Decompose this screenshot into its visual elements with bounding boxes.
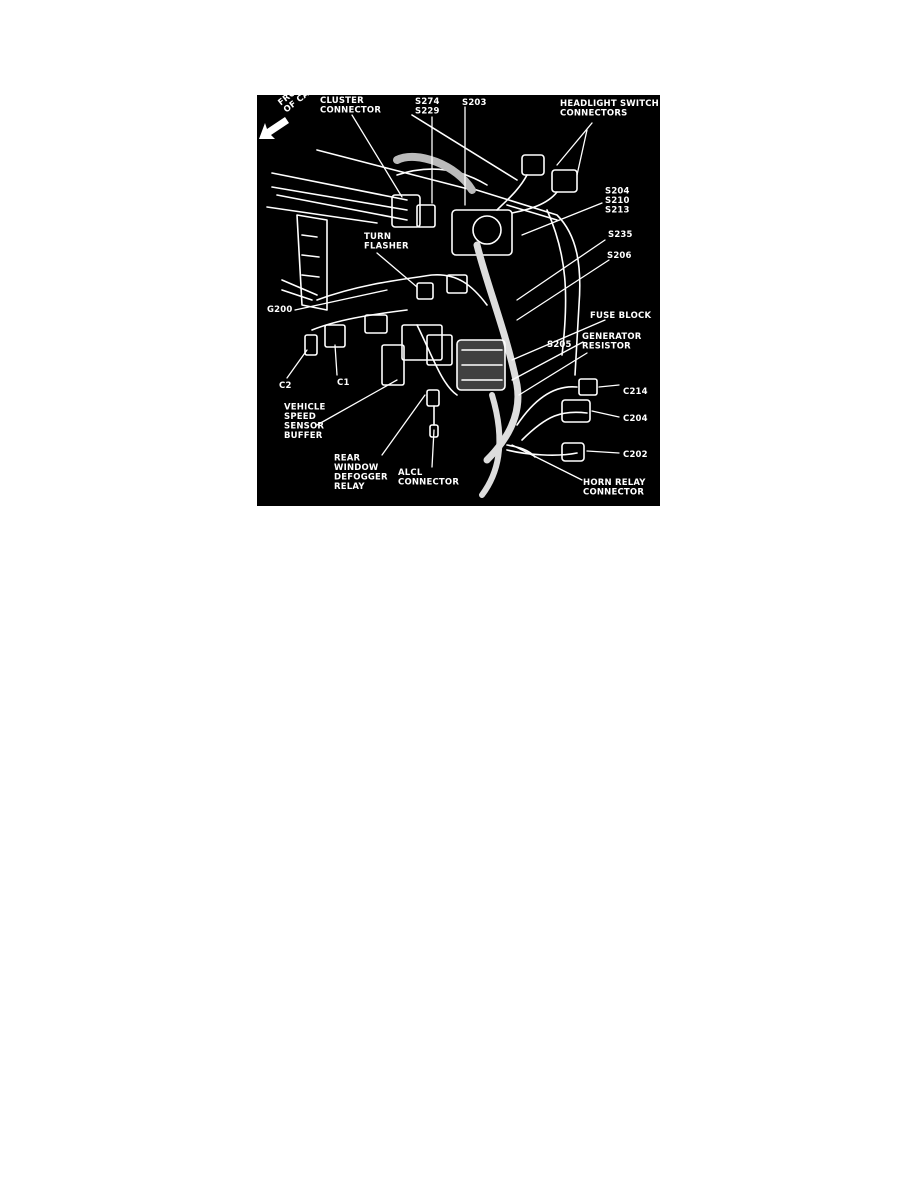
vehicle-speed-sensor-buffer-label: VEHICLE SPEED SENSOR BUFFER: [284, 402, 326, 441]
right-connectors: [506, 378, 598, 462]
alcl-connector-label: ALCL CONNECTOR: [398, 467, 460, 488]
fuse-block-label: FUSE BLOCK: [590, 310, 652, 322]
mount-bracket: [281, 214, 328, 311]
cluster-connector-label: CLUSTER CONNECTOR: [320, 95, 382, 116]
c204-label: C204: [623, 413, 648, 425]
leader-lines: [286, 106, 620, 481]
c1-label: C1: [337, 377, 350, 389]
c202-label: C202: [623, 449, 648, 461]
c214-label: C214: [623, 386, 648, 398]
s203-label: S203: [462, 97, 487, 109]
s274-s229-label: S274 S229: [415, 96, 440, 117]
c2-label: C2: [279, 380, 292, 392]
headlight-switch-connectors: [496, 154, 578, 214]
alcl-connector-shape: [426, 389, 440, 438]
s204-s210-s213-label: S204 S210 S213: [605, 186, 630, 216]
s205-label: S205: [547, 339, 572, 351]
turn-flasher-module: [416, 274, 468, 300]
main-harness: [311, 241, 522, 498]
front-of-car-arrow-icon: [259, 117, 289, 139]
relay-block: [304, 314, 453, 386]
s206-label: S206: [607, 250, 632, 262]
generator-resistor-label: GENERATOR RESISTOR: [582, 331, 642, 352]
rear-window-defogger-relay-label: REAR WINDOW DEFOGGER RELAY: [334, 453, 388, 492]
turn-flasher-label: TURN FLASHER: [364, 231, 409, 252]
headlight-switch-connectors-label: HEADLIGHT SWITCH CONNECTORS: [560, 98, 659, 119]
wiring-diagram: FRONT OF CAR CLUSTER CONNECTOR S274 S229…: [257, 95, 660, 506]
s235-label: S235: [608, 229, 633, 241]
g200-label: G200: [267, 304, 293, 316]
horn-relay-connector-label: HORN RELAY CONNECTOR: [583, 477, 646, 498]
fuse-block-shape: [456, 339, 506, 391]
diagram-artwork: [259, 106, 620, 498]
